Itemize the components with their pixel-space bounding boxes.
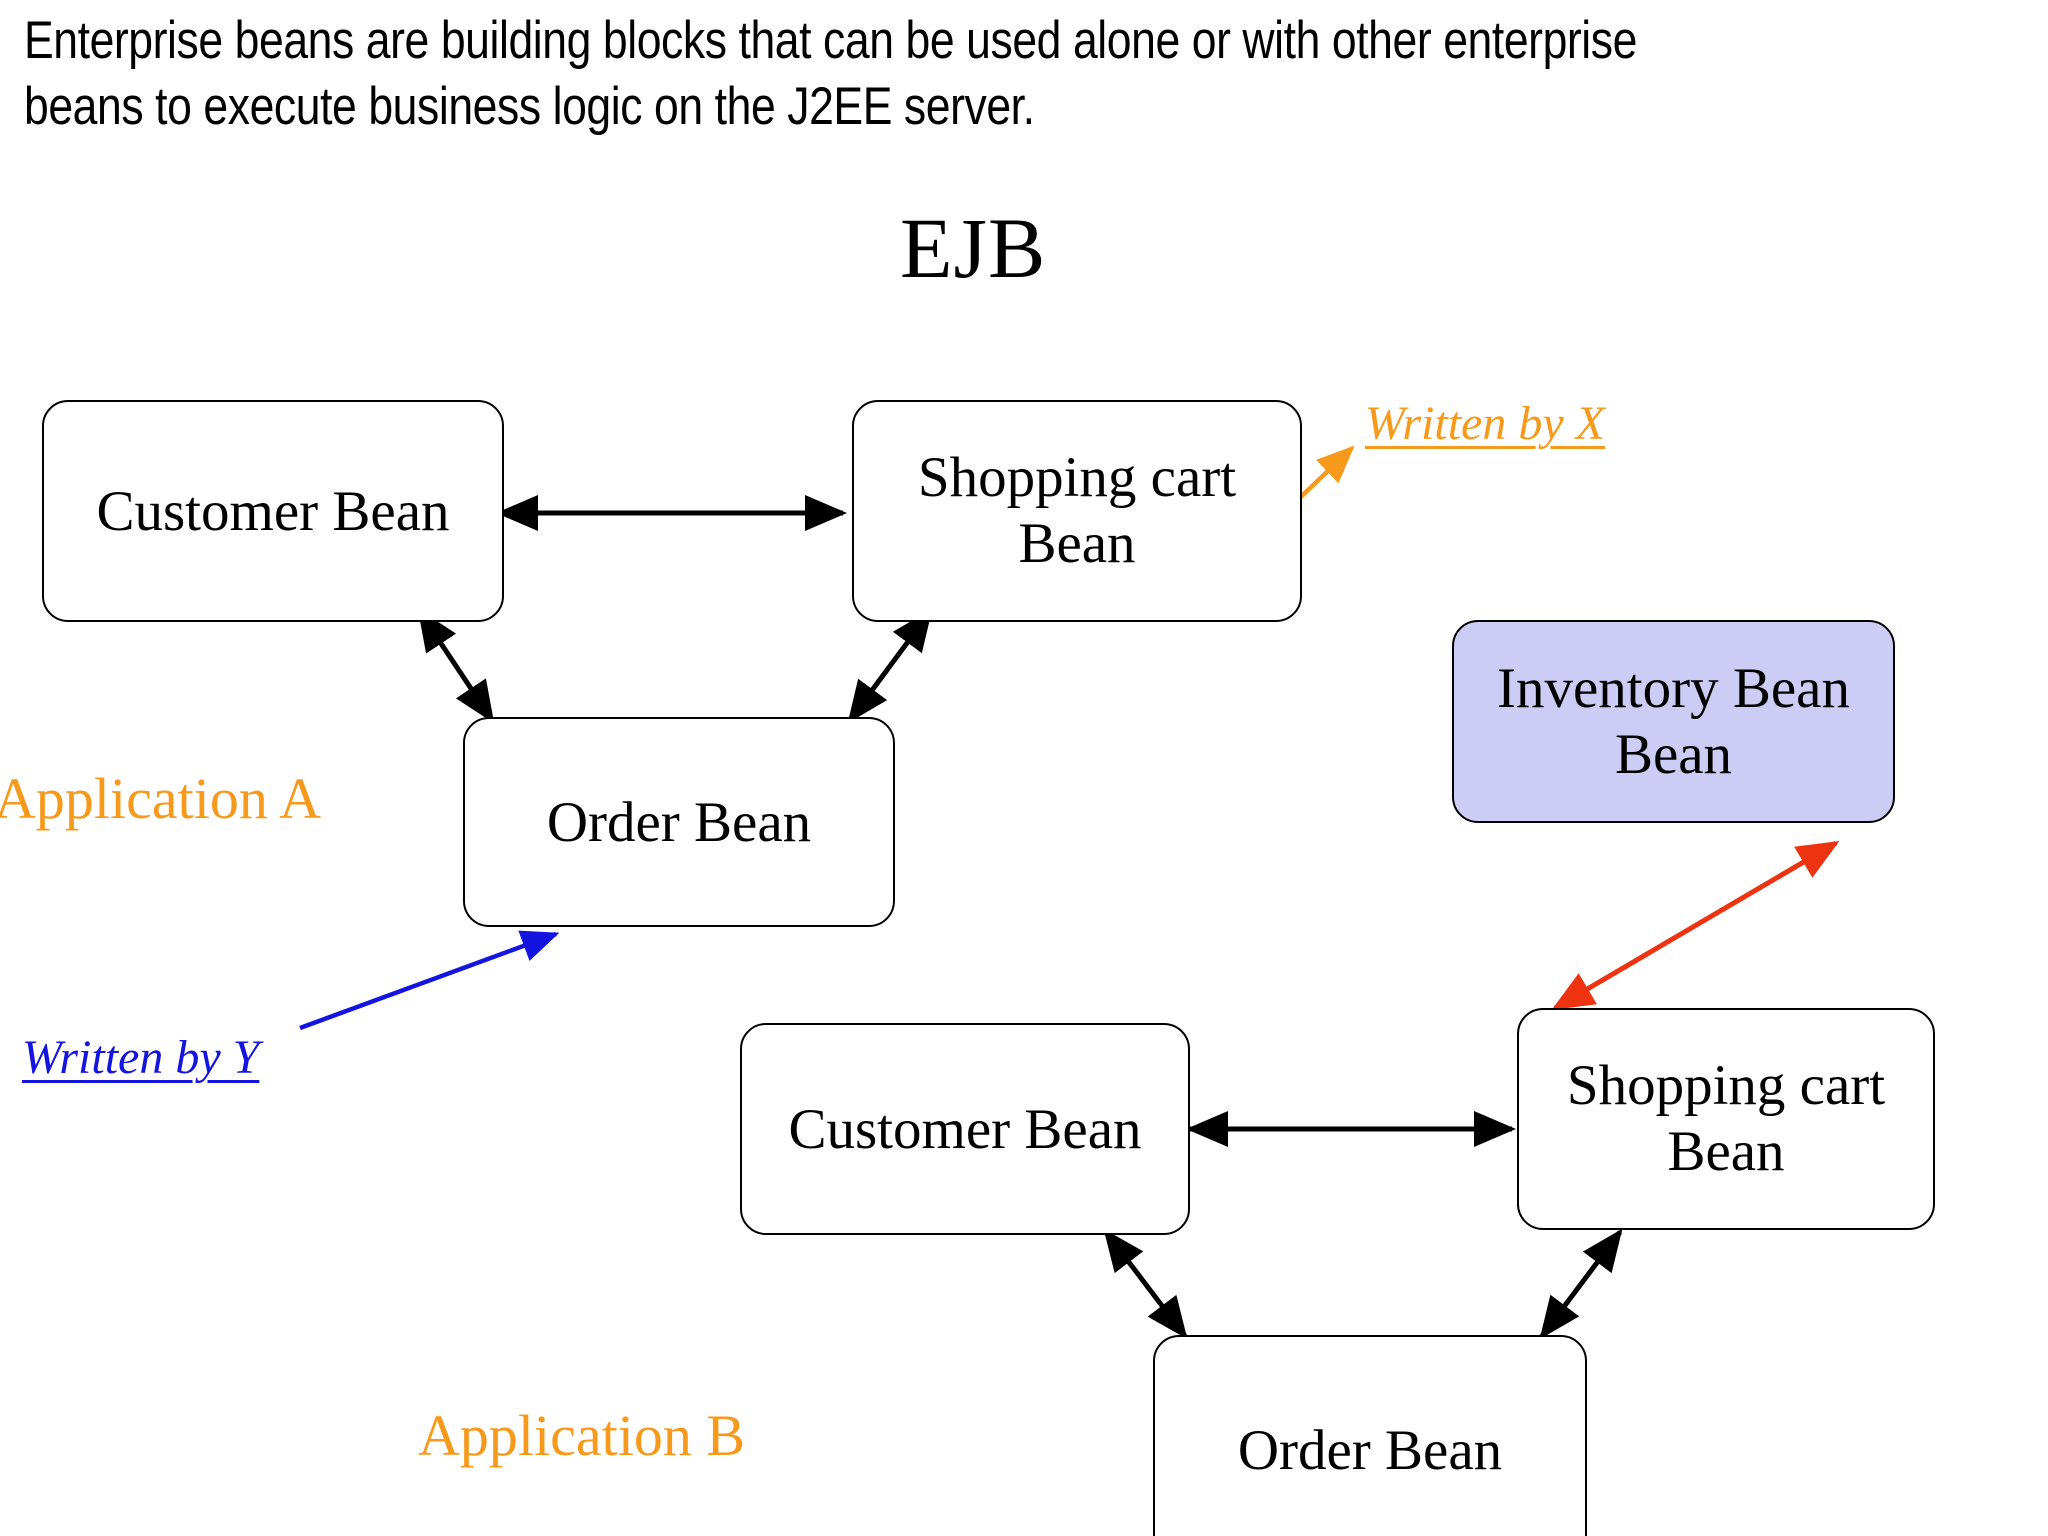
bean-label-line1: Inventory Bean bbox=[1497, 656, 1850, 720]
arrow-a-cart-to-order bbox=[847, 608, 933, 724]
annotation-written-by-y: Written by Y bbox=[22, 1031, 260, 1084]
label-application-a: Application A bbox=[0, 766, 322, 831]
label-application-b: Application B bbox=[418, 1403, 746, 1468]
bean-box-a-order[interactable]: Order Bean bbox=[463, 717, 895, 927]
diagram-title: EJB bbox=[900, 200, 1047, 296]
bean-label-line1: Shopping cart bbox=[1566, 1054, 1886, 1117]
arrow-a-customer-to-order bbox=[417, 608, 495, 724]
bean-box-b-order[interactable]: Order Bean bbox=[1153, 1335, 1587, 1536]
bean-box-inventory[interactable]: Inventory Bean Bean bbox=[1452, 620, 1895, 823]
arrow-inventory-to-b-cart bbox=[1551, 840, 1840, 1011]
arrow-b-customer-to-order bbox=[1103, 1228, 1188, 1340]
bean-label: Order Bean bbox=[546, 790, 812, 854]
bean-label: Order Bean bbox=[1237, 1418, 1503, 1482]
bean-box-b-shopping-cart[interactable]: Shopping cart Bean bbox=[1517, 1008, 1935, 1230]
bean-label-line1: Shopping cart bbox=[917, 446, 1237, 509]
bean-box-a-customer[interactable]: Customer Bean bbox=[42, 400, 504, 622]
bean-label: Customer Bean bbox=[96, 479, 450, 543]
annotation-written-by-x: Written by X bbox=[1365, 397, 1605, 450]
arrow-written-by-y bbox=[299, 930, 560, 1031]
bean-label-line2: Bean bbox=[1667, 1120, 1785, 1183]
bean-box-a-shopping-cart[interactable]: Shopping cart Bean bbox=[852, 400, 1302, 622]
bean-box-b-customer[interactable]: Customer Bean bbox=[740, 1023, 1190, 1235]
intro-paragraph: Enterprise beans are building blocks tha… bbox=[24, 11, 1649, 136]
bean-label-line2: Bean bbox=[1018, 512, 1136, 575]
arrow-b-cart-to-order bbox=[1539, 1228, 1623, 1340]
bean-label: Customer Bean bbox=[788, 1097, 1142, 1161]
bean-label-line2: Bean bbox=[1614, 722, 1733, 786]
